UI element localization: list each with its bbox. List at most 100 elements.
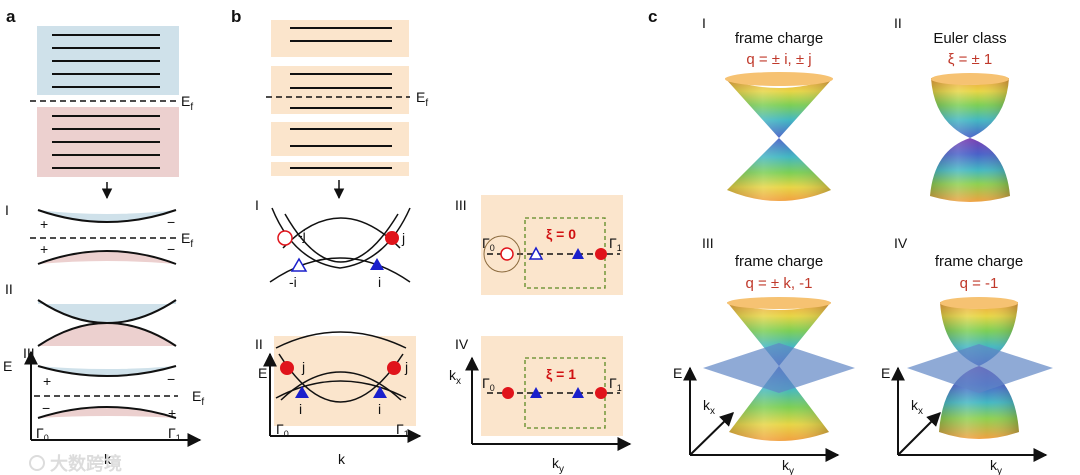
panel-c-IV-surface <box>907 297 1053 439</box>
panel-a-sub-III: III <box>23 345 35 361</box>
panel-b-I-node-neg-i <box>290 257 308 272</box>
panel-c: c I frame charge q = ± i, ± j II Euler c… <box>648 7 1053 475</box>
panel-a-fermi-label: Ef <box>181 93 193 113</box>
panel-c-II-charge: ξ = ± 1 <box>948 51 993 68</box>
panel-b-III-loop <box>483 235 521 273</box>
panel-c-I-cone <box>725 72 833 201</box>
panel-a-III-plus-bottom: + <box>168 405 176 421</box>
panel-a-axis-k: k <box>104 451 112 467</box>
panel-b-I-bands <box>269 207 411 283</box>
panel-c-sub-IV: IV <box>894 235 908 251</box>
panel-b-I-label-neg-i: -i <box>289 274 297 290</box>
panel-b-I-node-j <box>385 231 399 245</box>
panel-c-III-axis-kx: kx <box>703 397 715 417</box>
panel-a-I-minus-top: − <box>167 214 175 230</box>
panel-b-III-node-neg-j <box>500 247 514 261</box>
panel-b-IV-node-1 <box>502 387 514 399</box>
panel-c-I-charge: q = ± i, ± j <box>746 51 811 68</box>
panel-b-axis-e: E <box>258 365 267 381</box>
panel-c-sub-II: II <box>894 15 902 31</box>
panel-a-label: a <box>6 7 16 26</box>
panel-a-I-plus-top: + <box>40 216 48 232</box>
panel-a-I-minus-bottom: − <box>167 241 175 257</box>
panel-b-IV-node-2 <box>530 387 542 398</box>
panel-a-II-band-2 <box>37 322 177 347</box>
panel-b: b Ef I -j j <box>231 7 632 475</box>
panel-a-gamma-0: Γ0 <box>36 425 49 443</box>
panel-a: a Ef I Ef + − + − <box>3 7 204 467</box>
panel-a-bottom-bands <box>52 115 160 169</box>
panel-b-II-node-j-right <box>387 361 401 375</box>
panel-a-sub-I: I <box>5 202 9 218</box>
panel-b-III-node-neg-i <box>528 246 544 260</box>
panel-b-sub-I: I <box>255 197 259 213</box>
panel-b-III-gamma-1: Γ1 <box>609 235 622 253</box>
panel-b-I-label-neg-j: -j <box>298 227 306 243</box>
panel-b-III-background <box>481 195 623 295</box>
panel-c-I-title: frame charge <box>735 30 823 47</box>
panel-c-III-axis-ky: ky <box>782 457 794 475</box>
panel-b-I-node-neg-j <box>277 230 293 246</box>
panel-b-IV-axis-ky: ky <box>552 455 564 475</box>
panel-b-II-label-i-left: i <box>299 401 302 417</box>
panel-b-I-label-i: i <box>378 274 381 290</box>
panel-b-III-xi-label: ξ = 0 <box>546 226 576 242</box>
panel-b-II-label-i-right: i <box>378 401 381 417</box>
panel-c-II-title: Euler class <box>933 30 1006 47</box>
panel-b-label: b <box>231 7 241 26</box>
panel-c-III-title: frame charge <box>735 253 823 270</box>
panel-c-IV-plane <box>907 344 1053 393</box>
panel-b-III-gamma-0: Γ0 <box>482 235 495 253</box>
panel-c-III-plane <box>703 343 855 393</box>
panel-b-II-node-j-left <box>280 361 294 375</box>
panel-a-III-lower-band <box>37 406 177 419</box>
panel-c-III-surface <box>703 297 855 441</box>
panel-c-IV-axis-kx: kx <box>911 397 923 417</box>
watermark-text: 大数跨境 <box>50 453 122 474</box>
panel-a-sub-II: II <box>5 281 13 297</box>
panel-b-II-label-j-left: j <box>301 359 305 375</box>
panel-c-IV-charge: q = -1 <box>960 275 999 292</box>
panel-a-III-minus-bottom: − <box>42 400 50 416</box>
panel-a-I-plus-bottom: + <box>40 241 48 257</box>
panel-c-sub-III: III <box>702 235 714 251</box>
panel-c-III-kx-axis <box>689 412 735 456</box>
panel-c-sub-I: I <box>702 15 706 31</box>
watermark: 大数跨境 <box>29 453 122 474</box>
panel-b-II-node-i-right <box>373 386 387 398</box>
panel-b-sub-II: II <box>255 336 263 352</box>
panel-b-II-gamma-0: Γ0 <box>276 421 289 439</box>
panel-b-IV-xi-label: ξ = 1 <box>546 366 576 382</box>
panel-a-I-upper-band <box>37 209 177 223</box>
panel-b-IV-background <box>481 336 623 436</box>
panel-b-band-stack <box>271 20 409 176</box>
panel-c-II-surface <box>930 73 1010 202</box>
panel-b-II-gamma-1: Γ1 <box>396 421 409 439</box>
panel-c-III-charge: q = ± k, -1 <box>745 275 812 292</box>
panel-a-III-plus-top: + <box>43 373 51 389</box>
panel-b-I-label-j: j <box>401 230 405 246</box>
watermark-logo-icon <box>29 455 45 471</box>
panel-b-II-axis-k: k <box>338 451 346 467</box>
panel-b-IV-node-4 <box>595 387 607 399</box>
panel-a-III-minus-top: − <box>167 371 175 387</box>
panel-c-IV-title: frame charge <box>935 253 1023 270</box>
panel-b-sub-III: III <box>455 197 467 213</box>
panel-a-axis-e: E <box>3 358 12 374</box>
panel-b-IV-node-3 <box>572 387 584 398</box>
panel-a-top-bands <box>52 34 160 88</box>
panel-c-IV-axis-e: E <box>881 365 890 381</box>
panel-b-sub-IV: IV <box>455 336 469 352</box>
panel-a-I-lower-band <box>37 250 177 265</box>
panel-c-label: c <box>648 7 657 26</box>
panel-a-III-fermi-label: Ef <box>192 388 204 408</box>
panel-b-I-node-i <box>370 258 384 270</box>
panel-b-III-node-i <box>572 248 584 259</box>
panel-a-III-upper-band <box>37 365 177 377</box>
panel-b-IV-gamma-1: Γ1 <box>609 375 622 393</box>
panel-c-IV-axis-ky: ky <box>990 457 1002 475</box>
panel-a-I-fermi-label: Ef <box>181 230 193 250</box>
panel-b-III-node-j <box>595 248 607 260</box>
panel-b-II-label-j-right: j <box>404 359 408 375</box>
